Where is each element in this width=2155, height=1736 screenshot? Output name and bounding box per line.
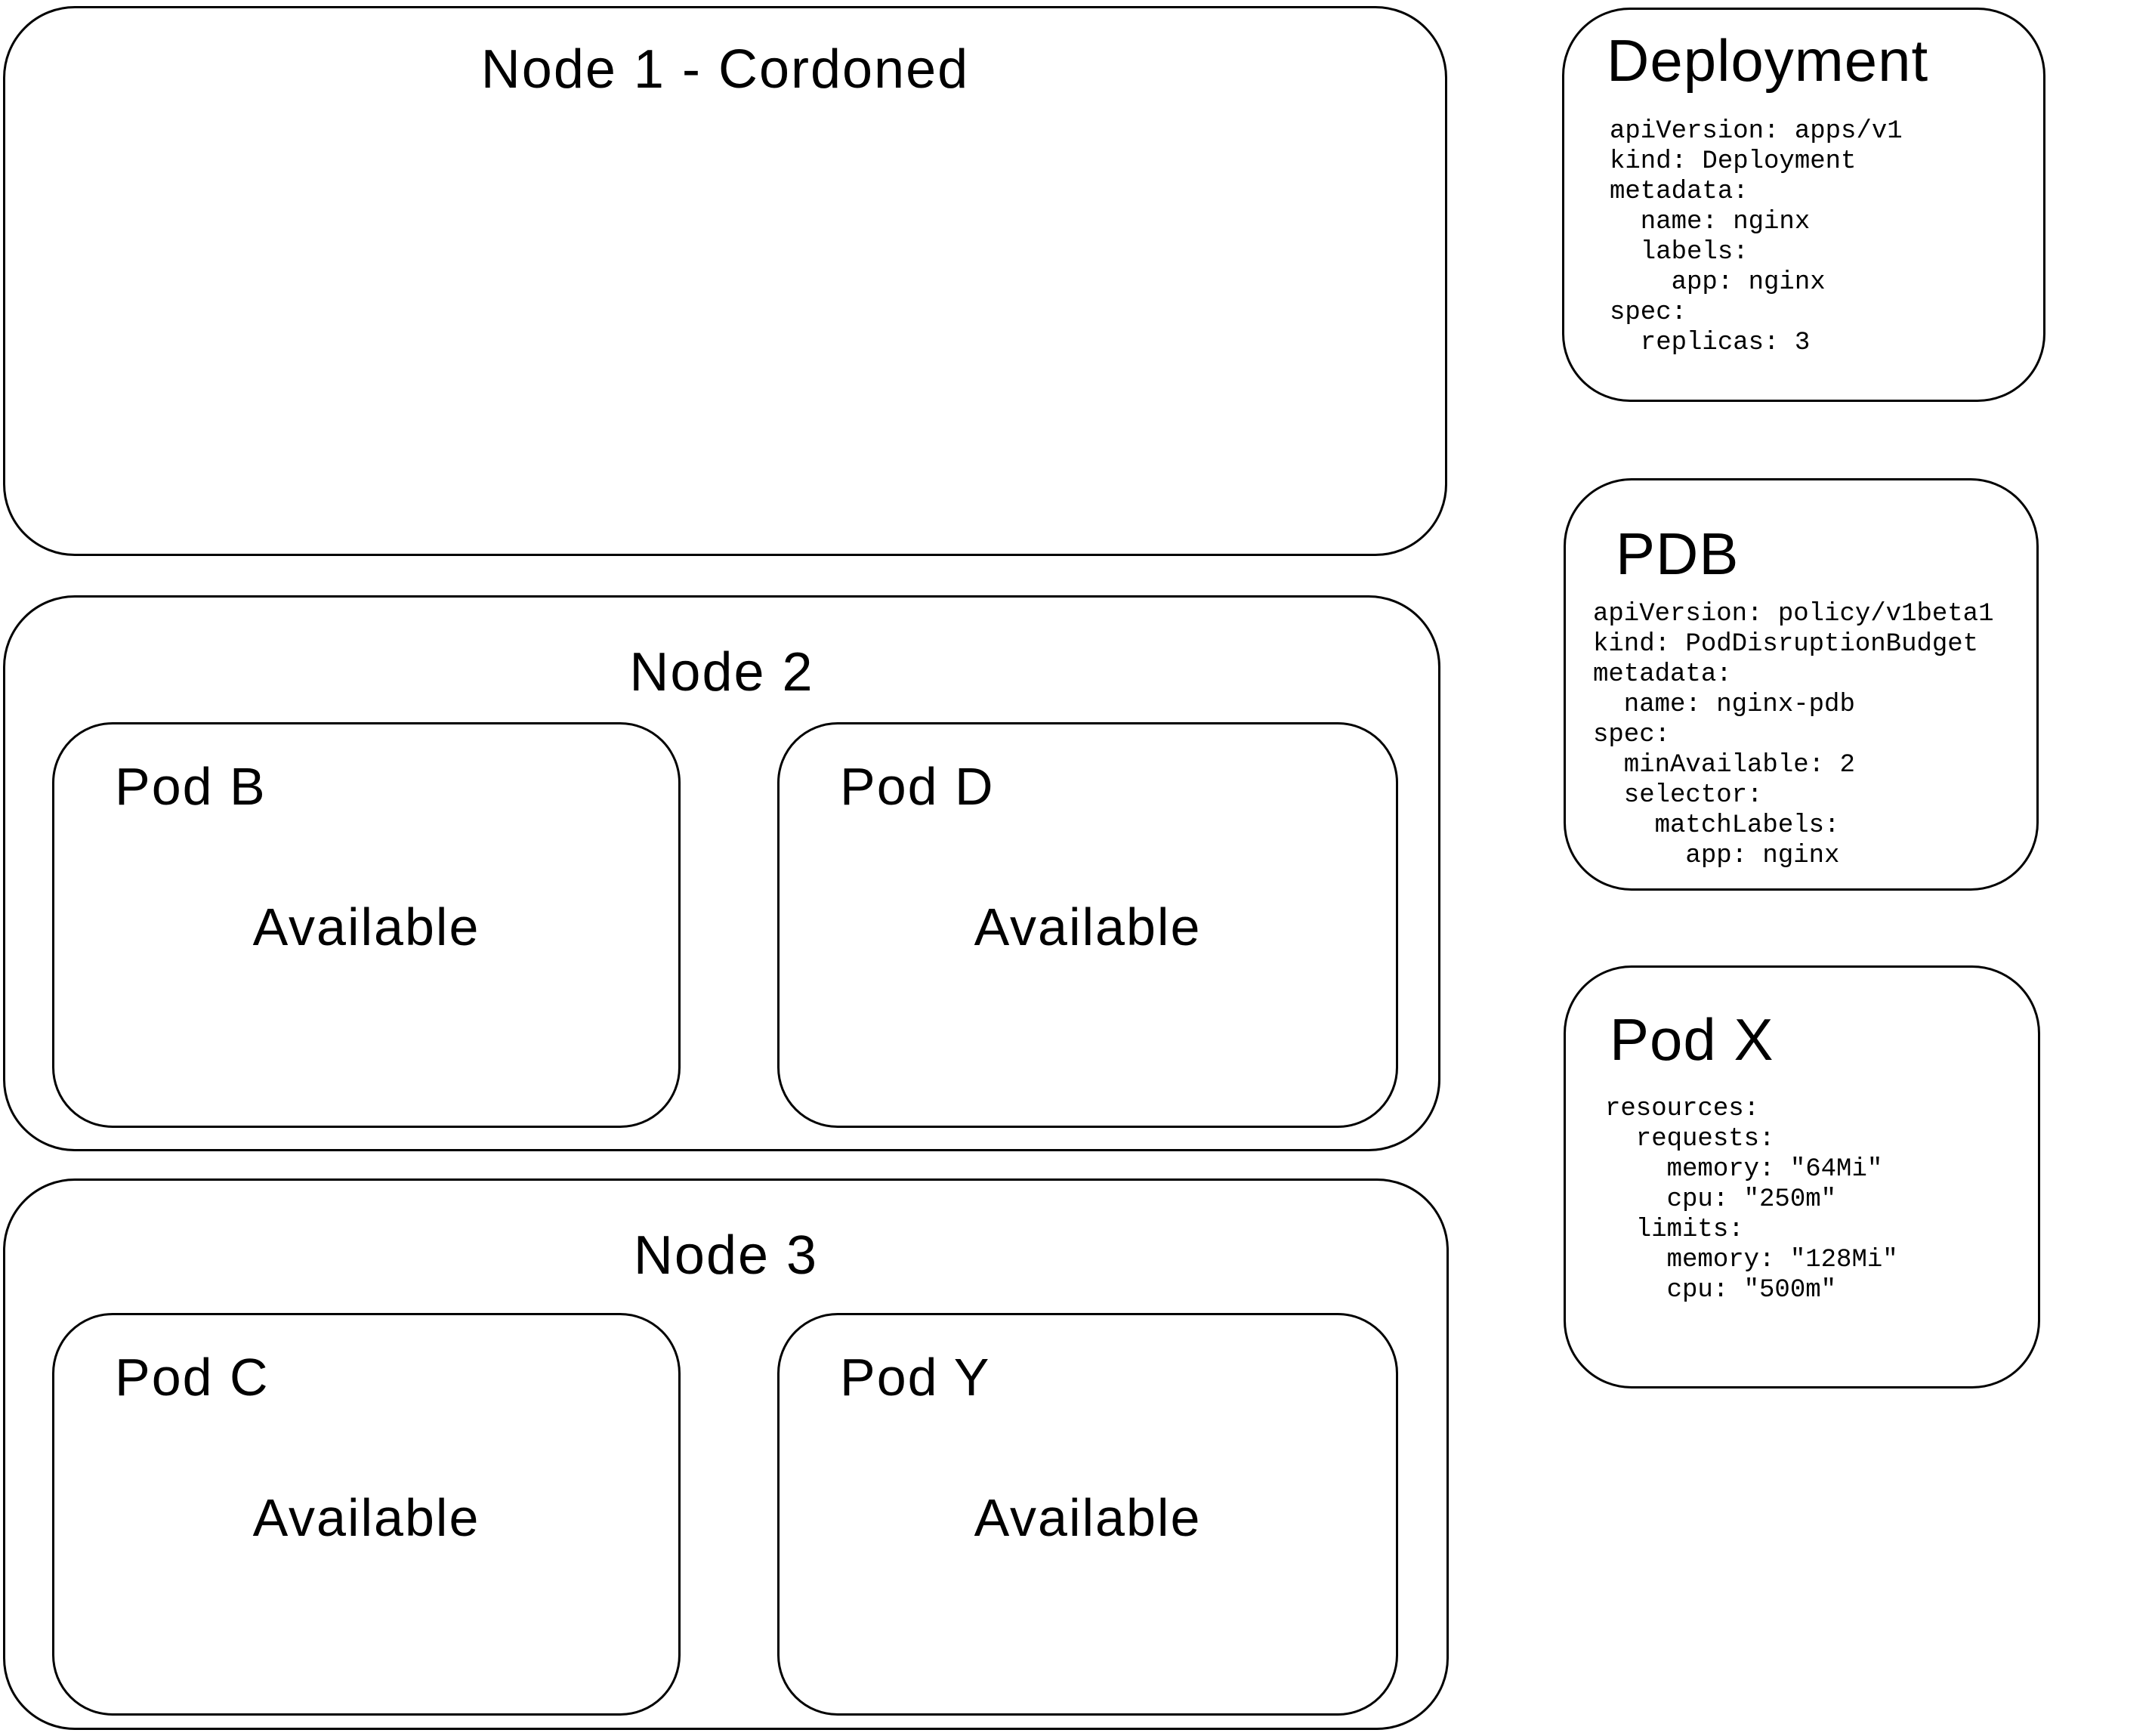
node-2-title: Node 2 (629, 642, 814, 703)
node-3-box: Node 3 Pod C Available Pod Y Available (3, 1178, 1449, 1730)
pdb-yaml-code: apiVersion: policy/v1beta1 kind: PodDisr… (1593, 600, 1994, 870)
pod-x-yaml-code: resources: requests: memory: "64Mi" cpu:… (1605, 1095, 1898, 1305)
pod-b-name: Pod B (115, 757, 267, 816)
pod-c-name: Pod C (115, 1348, 270, 1407)
deployment-panel: Deployment apiVersion: apps/v1 kind: Dep… (1562, 8, 2045, 402)
node-3-title: Node 3 (633, 1225, 819, 1286)
pod-b-status: Available (252, 897, 480, 956)
pdb-panel: PDB apiVersion: policy/v1beta1 kind: Pod… (1564, 478, 2039, 891)
pod-d-status: Available (974, 897, 1202, 956)
pod-c-status: Available (252, 1488, 480, 1547)
deployment-panel-title: Deployment (1607, 27, 1929, 94)
pod-y-status: Available (974, 1488, 1202, 1547)
deployment-yaml-code: apiVersion: apps/v1 kind: Deployment met… (1610, 117, 1903, 357)
pod-y-name: Pod Y (840, 1348, 991, 1407)
pod-d-name: Pod D (840, 757, 995, 816)
node-1-title: Node 1 - Cordoned (480, 39, 970, 100)
node-1-box: Node 1 - Cordoned (3, 6, 1447, 556)
pod-y-box: Pod Y Available (777, 1313, 1398, 1716)
pod-x-panel: Pod X resources: requests: memory: "64Mi… (1564, 965, 2040, 1388)
pdb-panel-title: PDB (1616, 520, 1740, 587)
pod-x-panel-title: Pod X (1610, 1006, 1774, 1073)
node-2-box: Node 2 Pod B Available Pod D Available (3, 595, 1440, 1151)
pod-d-box: Pod D Available (777, 722, 1398, 1128)
pod-c-box: Pod C Available (52, 1313, 681, 1716)
pod-b-box: Pod B Available (52, 722, 681, 1128)
